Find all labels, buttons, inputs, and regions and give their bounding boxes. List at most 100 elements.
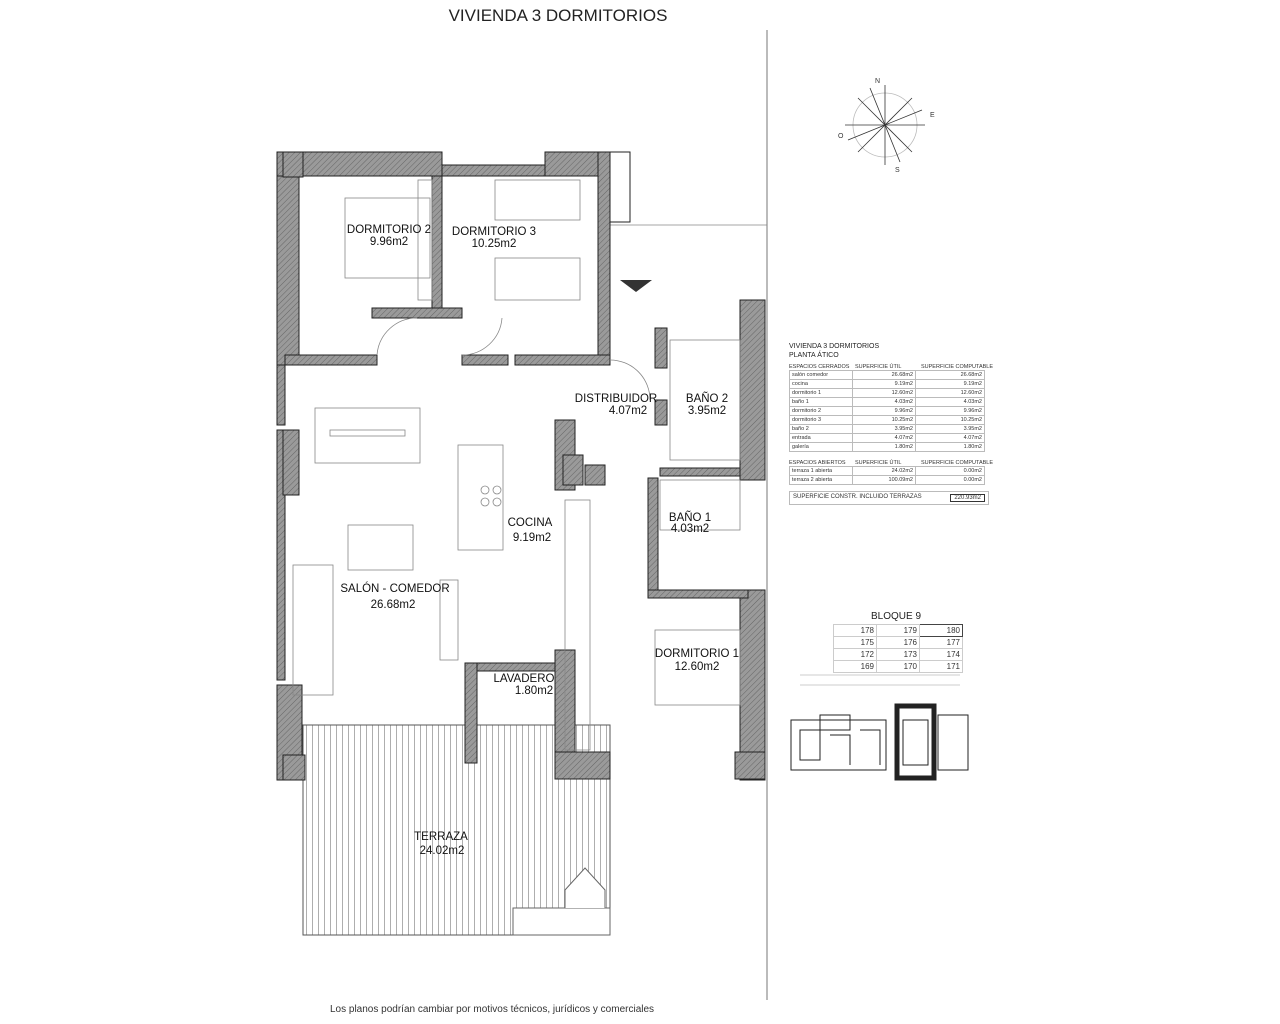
table-cell: 4.07m2 bbox=[852, 433, 916, 443]
table-cell: 4.03m2 bbox=[915, 397, 985, 407]
room-bano-2-area: 3.95m2 bbox=[688, 405, 726, 417]
room-labels: DORMITORIO 2 9.96m2 DORMITORIO 3 10.25m2… bbox=[340, 224, 739, 857]
table-cell: 173 bbox=[876, 648, 920, 661]
table-cell: 12.60m2 bbox=[915, 388, 985, 398]
table-cell: galería bbox=[789, 442, 853, 452]
room-bano-1-name: BAÑO 1 bbox=[669, 511, 711, 524]
room-lavadero-area: 1.80m2 bbox=[515, 685, 553, 697]
table-cell: baño 1 bbox=[789, 397, 853, 407]
selected-unit-highlight bbox=[894, 703, 937, 781]
table-cell: 9.19m2 bbox=[852, 379, 916, 389]
table-cell: 1.80m2 bbox=[852, 442, 916, 452]
room-distribuidor-area: 4.07m2 bbox=[609, 405, 647, 417]
table-cell: 3.95m2 bbox=[852, 424, 916, 434]
room-salon-area: 26.68m2 bbox=[371, 599, 416, 611]
table-cell: 10.25m2 bbox=[852, 415, 916, 425]
table-cell: dormitorio 3 bbox=[789, 415, 853, 425]
table-cell: 3.95m2 bbox=[915, 424, 985, 434]
room-cocina-name: COCINA bbox=[508, 517, 553, 529]
plan-title: VIVIENDA 3 DORMITORIOS bbox=[448, 6, 668, 25]
table-cell: 9.19m2 bbox=[915, 379, 985, 389]
table-cell: 170 bbox=[876, 660, 920, 673]
room-terraza-area: 24.02m2 bbox=[420, 845, 465, 857]
room-bano-2-name: BAÑO 2 bbox=[686, 392, 728, 405]
table-cell: 24.02m2 bbox=[852, 466, 916, 476]
summary-subheading: PLANTA ÁTICO bbox=[789, 352, 839, 359]
table-cell: 169 bbox=[833, 660, 877, 673]
table-cell: terraza 1 abierta bbox=[789, 466, 853, 476]
table-cell: 4.07m2 bbox=[915, 433, 985, 443]
table-cell: 0.00m2 bbox=[915, 466, 985, 476]
table-cell: 174 bbox=[919, 648, 963, 661]
table-cell: 26.68m2 bbox=[852, 370, 916, 380]
table-cell: entrada bbox=[789, 433, 853, 443]
summary-heading: VIVIENDA 3 DORMITORIOS bbox=[789, 343, 880, 350]
room-cocina-area: 9.19m2 bbox=[513, 532, 551, 544]
room-dormitorio-3-area: 10.25m2 bbox=[472, 238, 517, 250]
table-cell: 9.96m2 bbox=[852, 406, 916, 416]
table-cell: 176 bbox=[876, 636, 920, 649]
room-dormitorio-2-name: DORMITORIO 2 bbox=[347, 224, 431, 236]
table-cell: 171 bbox=[919, 660, 963, 673]
table-cell: 172 bbox=[833, 648, 877, 661]
table-cell: 100.09m2 bbox=[852, 475, 916, 485]
table-cell: 180 bbox=[919, 624, 963, 637]
svg-text:S: S bbox=[895, 167, 900, 174]
table-cell: 26.68m2 bbox=[915, 370, 985, 380]
block-key-plan bbox=[790, 674, 969, 781]
svg-text:N: N bbox=[875, 78, 880, 85]
area-summary-table: VIVIENDA 3 DORMITORIOS PLANTA ÁTICO ESPA… bbox=[789, 342, 993, 505]
room-distribuidor-name: DISTRIBUIDOR bbox=[575, 393, 657, 405]
table-cell: 0.00m2 bbox=[915, 475, 985, 485]
table-cell: cocina bbox=[789, 379, 853, 389]
svg-text:E: E bbox=[930, 112, 935, 119]
table-cell: terraza 2 abierta bbox=[789, 475, 853, 485]
room-dormitorio-2-area: 9.96m2 bbox=[370, 236, 408, 248]
room-dormitorio-1-name: DORMITORIO 1 bbox=[655, 648, 739, 660]
entrance-arrow-icon bbox=[620, 280, 652, 292]
walls bbox=[276, 151, 766, 781]
table-cell: 178 bbox=[833, 624, 877, 637]
table-cell: 10.25m2 bbox=[915, 415, 985, 425]
room-salon-name: SALÓN - COMEDOR bbox=[340, 582, 449, 595]
svg-text:O: O bbox=[838, 133, 844, 140]
disclaimer: Los planos podrían cambiar por motivos t… bbox=[330, 1004, 655, 1015]
total-row: SUPERFICIE CONSTR. INCLUIDO TERRAZAS 220… bbox=[789, 491, 989, 505]
table-cell: 179 bbox=[876, 624, 920, 637]
table-cell: salón comedor bbox=[789, 370, 853, 380]
table-cell: 9.96m2 bbox=[915, 406, 985, 416]
table-cell: 12.60m2 bbox=[852, 388, 916, 398]
furniture bbox=[292, 179, 741, 751]
room-dormitorio-3-name: DORMITORIO 3 bbox=[452, 226, 536, 238]
room-terraza-name: TERRAZA bbox=[414, 831, 468, 843]
room-bano-1-area: 4.03m2 bbox=[671, 523, 709, 535]
compass-rose-icon: N E S O bbox=[838, 78, 935, 174]
room-dormitorio-1-area: 12.60m2 bbox=[675, 661, 720, 673]
room-lavadero-name: LAVADERO bbox=[494, 673, 555, 685]
table-cell: 1.80m2 bbox=[915, 442, 985, 452]
table-cell: dormitorio 2 bbox=[789, 406, 853, 416]
table-cell: 4.03m2 bbox=[852, 397, 916, 407]
table-cell: dormitorio 1 bbox=[789, 388, 853, 398]
table-cell: baño 2 bbox=[789, 424, 853, 434]
table-cell: 175 bbox=[833, 636, 877, 649]
table-cell: 177 bbox=[919, 636, 963, 649]
